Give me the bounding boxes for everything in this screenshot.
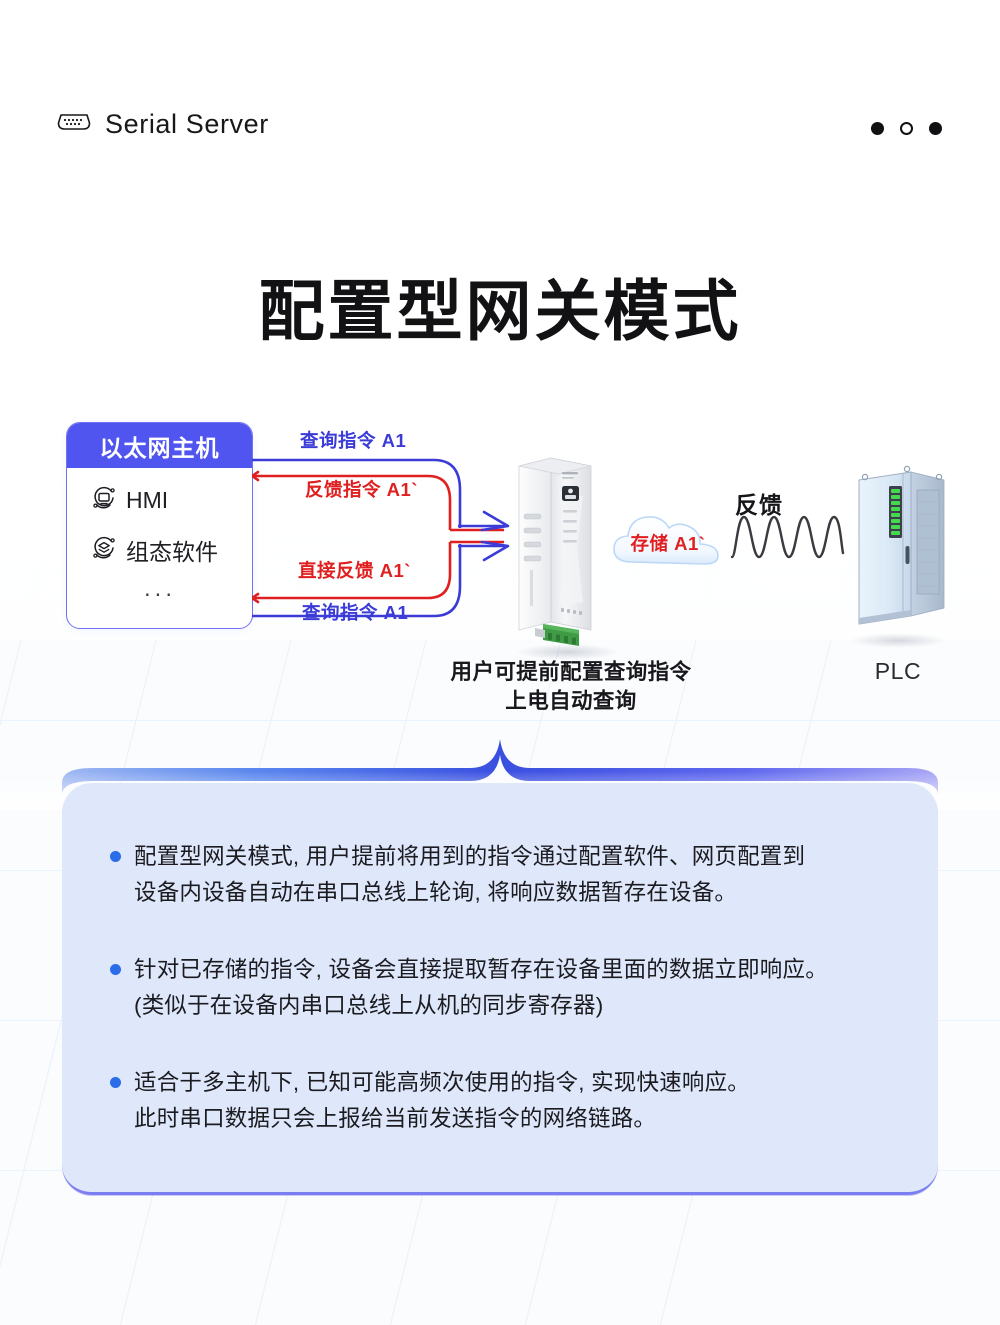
bullet-line: 配置型网关模式, 用户提前将用到的指令通过配置软件、网页配置到 [134,844,806,869]
host-item-label: HMI [126,487,169,513]
bullet-text: 配置型网关模式, 用户提前将用到的指令通过配置软件、网页配置到 设备内设备自动在… [134,839,805,912]
pagination-dot-2[interactable] [900,122,913,135]
page-title: 配置型网关模式 [258,274,742,348]
host-item-more: ··· [143,580,176,606]
info-panel: 配置型网关模式, 用户提前将用到的指令通过配置软件、网页配置到 设备内设备自动在… [62,783,938,1195]
brand: Serial Server [57,109,269,140]
list-item: 针对已存储的指令, 设备会直接提取暂存在设备里面的数据立即响应。 (类似于在设备… [110,952,886,1025]
storage-cloud-label: 存储 A1` [630,533,706,554]
plc-cabinet [845,458,950,648]
list-item: 适合于多主机下, 已知可能高频次使用的指令, 实现快速响应。 此时串口数据只会上… [110,1065,886,1138]
bullet-line: (类似于在设备内串口总线上从机的同步寄存器) [134,993,604,1019]
bullet-line: 此时串口数据只会上报给当前发送指令的网络链路。 [134,1106,657,1132]
info-panel-zone: 配置型网关模式, 用户提前将用到的指令通过配置软件、网页配置到 设备内设备自动在… [0,735,1000,1205]
device-caption: 用户可提前配置查询指令 上电自动查询 [406,658,736,716]
bullet-dot-icon [110,851,121,862]
host-item-label: 组态软件 [126,539,218,565]
bullet-line: 针对已存储的指令, 设备会直接提取暂存在设备里面的数据立即响应。 [134,956,828,982]
info-panel-content: 配置型网关模式, 用户提前将用到的指令通过配置软件、网页配置到 设备内设备自动在… [62,783,938,1138]
bullet-dot-icon [110,963,121,975]
plc-caption: PLC [874,658,922,684]
pagination-dot-3[interactable] [929,122,942,135]
bullet-line: 设备内设备自动在串口总线上轮询, 将响应数据暂存在设备。 [134,880,738,906]
device-caption-line2: 上电自动查询 [505,689,637,714]
serial-port-icon [57,112,91,137]
storage-cloud: 存储 A1` [608,504,728,576]
ethernet-host-title: 以太网主机 [67,423,252,468]
feedback-waveform [730,505,845,567]
pagination-dots[interactable] [871,122,942,135]
pagination-dot-1[interactable] [871,122,884,135]
architecture-diagram: 以太网主机 HMI [0,400,1000,730]
ethernet-host-list: HMI 组态软件 ··· [67,468,252,607]
device-caption-line1: 用户可提前配置查询指令 [450,660,692,684]
bullet-dot-icon [110,1076,121,1088]
bullet-text: 针对已存储的指令, 设备会直接提取暂存在设备里面的数据立即响应。 (类似于在设备… [134,952,828,1025]
page-header: Serial Server [0,0,1000,190]
plc-shadow [849,633,947,648]
scada-cube-icon [91,535,117,566]
host-item-hmi[interactable]: HMI [67,485,168,516]
flow-arrows [252,458,510,618]
hmi-screen-icon [91,485,117,516]
bullet-line: 适合于多主机下, 已知可能高频次使用的指令, 实现快速响应。 [134,1069,751,1095]
list-item: 配置型网关模式, 用户提前将用到的指令通过配置软件、网页配置到 设备内设备自动在… [110,839,886,912]
brand-name: Serial Server [105,109,269,139]
ethernet-host-card: 以太网主机 HMI [66,422,253,629]
bullet-text: 适合于多主机下, 已知可能高频次使用的指令, 实现快速响应。 此时串口数据只会上… [134,1065,750,1138]
host-item-scada[interactable]: 组态软件 [67,533,218,567]
